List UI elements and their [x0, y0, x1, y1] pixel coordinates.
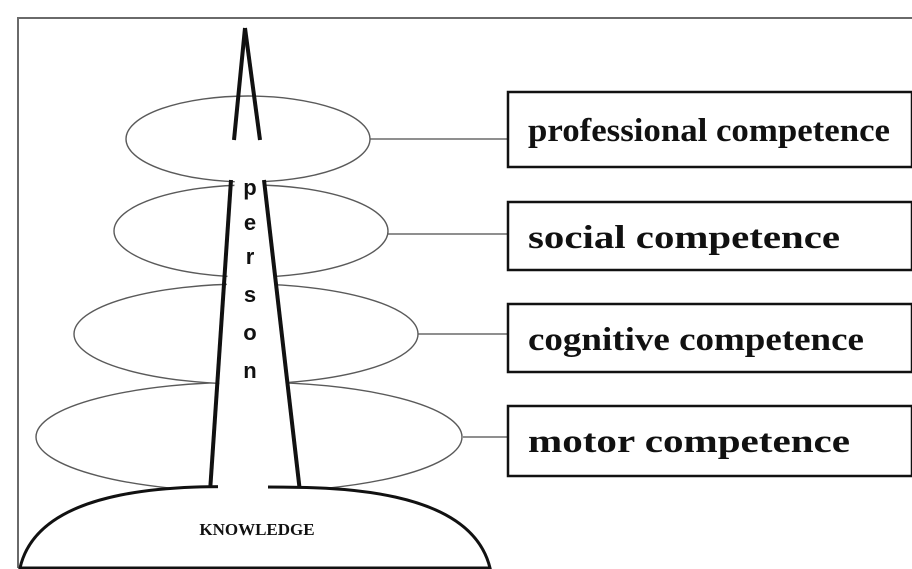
person-letter-s: s [244, 282, 256, 307]
tower-core [211, 178, 298, 492]
person-letter-n: n [243, 358, 256, 383]
person-letter-e: e [244, 210, 256, 235]
label-cognitive-competence: cognitive competence [528, 322, 864, 358]
label-motor-competence: motor competence [528, 424, 850, 460]
person-letter-r: r [246, 244, 255, 269]
label-social-competence: social competence [528, 220, 840, 256]
ellipse-professional [125, 95, 371, 183]
label-box-professional [506, 90, 912, 169]
tower-left-line [208, 179, 233, 493]
label-box-motor [506, 404, 912, 478]
tower-right-line [262, 179, 302, 493]
label-professional-competence: professional competence [528, 113, 890, 149]
person-letter-o: o [243, 320, 256, 345]
tower-gap [218, 480, 268, 494]
person-letter-p: p [243, 175, 256, 200]
spire-right-line [243, 27, 262, 141]
label-box-cognitive [506, 302, 912, 374]
frame-border [17, 17, 912, 568]
label-box-social [506, 200, 912, 272]
knowledge-label: KNOWLEDGE [199, 520, 314, 539]
spire-left-line [232, 27, 247, 141]
